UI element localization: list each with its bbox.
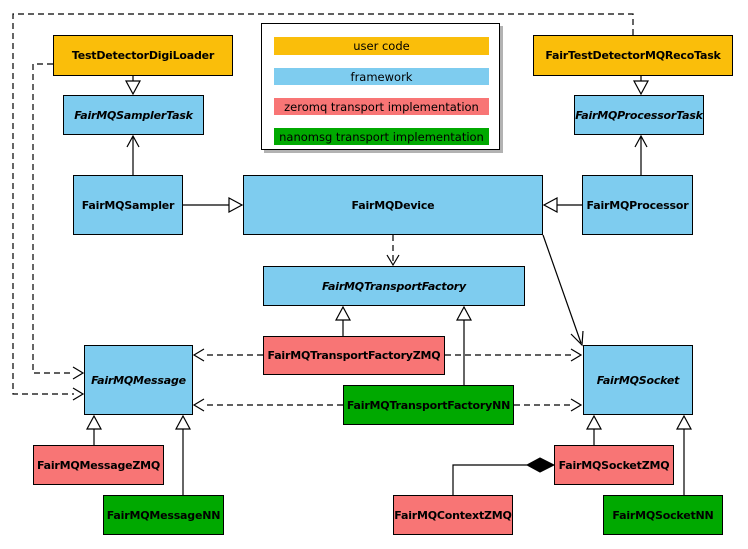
edge-factorynn-message-dependency [192,398,343,412]
node-fairmq-device: FairMQDevice [243,175,543,235]
node-fair-test-detector-mq-reco-task: FairTestDetectorMQRecoTask [533,35,733,76]
node-fairmq-context-zmq: FairMQContextZMQ [393,495,513,535]
node-fairmq-socket-nn: FairMQSocketNN [603,495,723,535]
edge-digiloader-message-dependency [32,63,85,380]
edge-messagenn-message-inheritance [174,414,192,495]
edge-digiloader-samplertask-inheritance [124,76,142,96]
node-fairmq-sampler-task: FairMQSamplerTask [63,95,204,135]
edge-processor-device-inheritance [542,196,582,214]
edge-recotask-message-dependency [12,13,634,401]
edge-factorynn-factory-inheritance [455,305,473,385]
node-fairmq-socket-zmq: FairMQSocketZMQ [554,445,674,485]
edge-device-transportfactory-dependency [386,235,400,267]
legend-item-nanomsg: nanomsg transport implementation [274,128,489,145]
node-fairmq-processor: FairMQProcessor [582,175,693,235]
edge-socketnn-socket-inheritance [675,414,693,495]
node-fairmq-message: FairMQMessage [84,345,193,415]
edge-contextzmq-socketzmq-composition [452,457,556,495]
node-fairmq-socket: FairMQSocket [583,345,693,415]
edge-factoryzmq-socket-dependency [445,348,583,362]
edge-recotask-processortask-inheritance [632,76,650,96]
edge-sampler-samplertask-association [126,134,140,175]
edge-sampler-device-inheritance [183,196,244,214]
node-fairmq-message-nn: FairMQMessageNN [103,495,224,535]
node-fairmq-sampler: FairMQSampler [73,175,183,235]
node-test-detector-digi-loader: TestDetectorDigiLoader [53,35,233,76]
edge-factoryzmq-message-dependency [192,348,263,362]
node-fairmq-message-zmq: FairMQMessageZMQ [33,445,164,485]
node-fairmq-processor-task: FairMQProcessorTask [574,95,704,135]
edge-socketzmq-socket-inheritance [585,414,603,445]
edge-messagezmq-message-inheritance [85,414,103,445]
node-fairmq-transport-factory-zmq: FairMQTransportFactoryZMQ [263,336,445,375]
node-fairmq-transport-factory-nn: FairMQTransportFactoryNN [343,385,514,425]
edge-processor-processortask-association [634,134,648,175]
legend-item-user-code: user code [274,37,489,55]
legend: user code framework zeromq transport imp… [261,23,500,150]
legend-item-zeromq: zeromq transport implementation [274,98,489,115]
edge-factoryzmq-factory-inheritance [334,305,352,336]
node-fairmq-transport-factory: FairMQTransportFactory [263,266,525,306]
legend-item-framework: framework [274,68,489,85]
edge-factorynn-socket-dependency [514,398,583,412]
edge-device-socket-association [542,234,584,347]
